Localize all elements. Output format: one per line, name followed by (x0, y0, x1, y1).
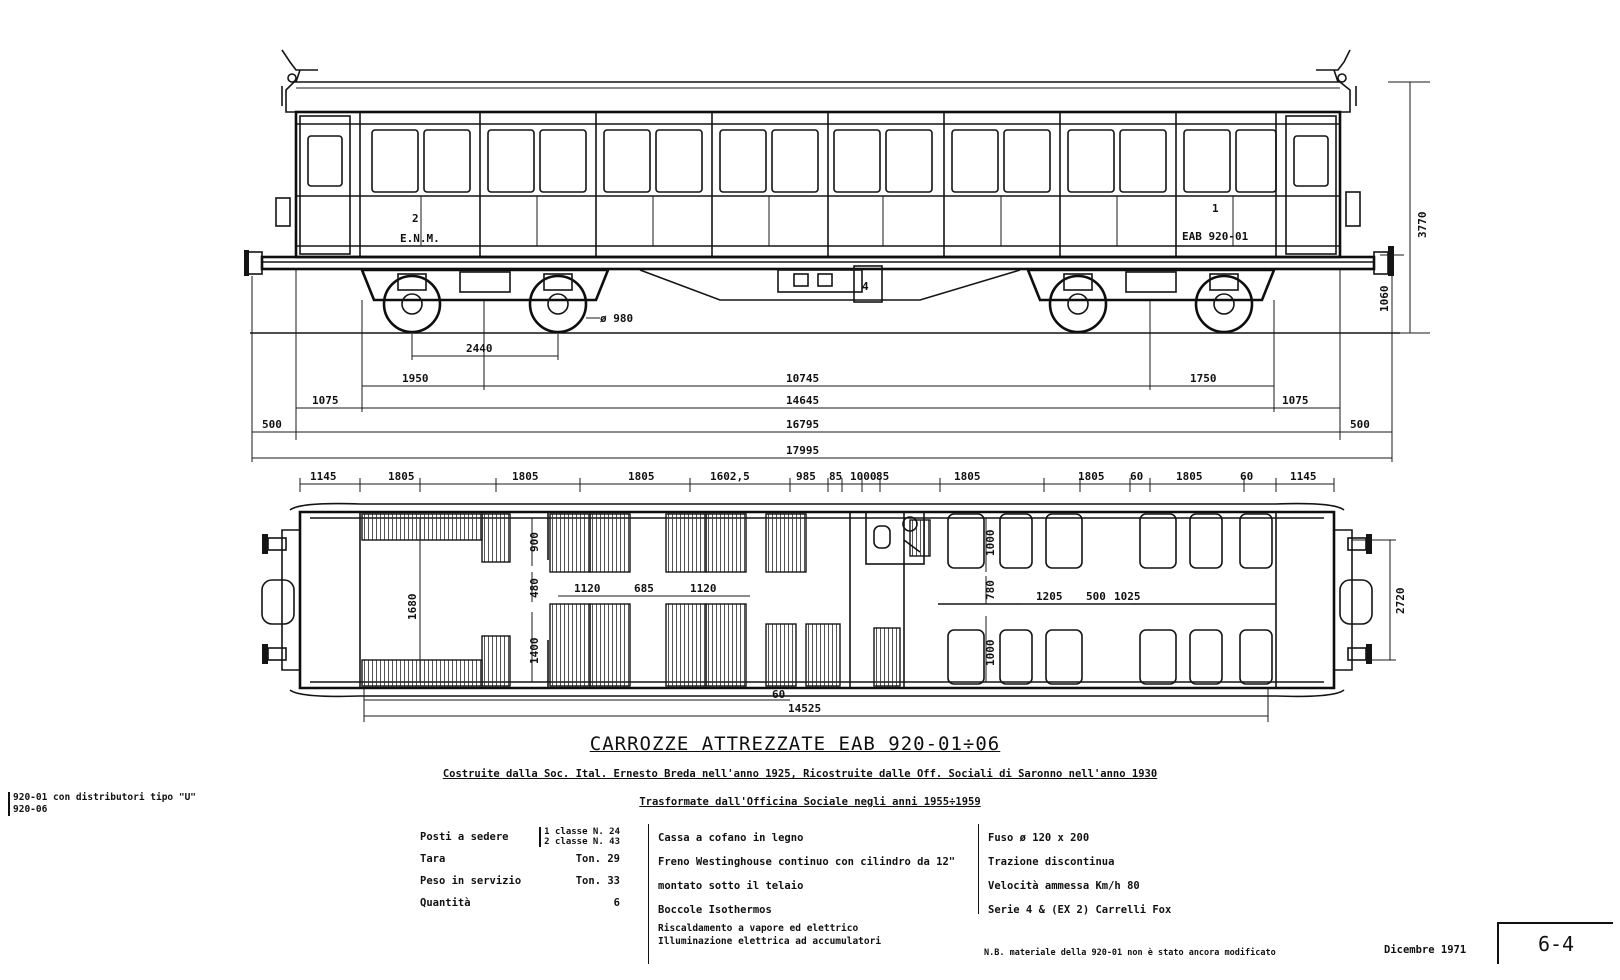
wheel-diameter: ø 980 (600, 312, 633, 325)
dim-top-3: 1805 (628, 470, 655, 483)
drawing-title: CARROZZE ATTREZZATE EAB 920-01÷06 (589, 733, 1001, 755)
tare-value: Ton. 29 (575, 853, 620, 865)
spec-brake-2: montato sotto il telaio (658, 880, 804, 892)
subtitle-construction: Costruite dalla Soc. Ital. Ernesto Breda… (442, 768, 1158, 780)
dim-overhang-left: 1075 (312, 394, 339, 407)
dim-bogie-right: 1750 (1190, 372, 1217, 385)
dim-aisle-1680: 1680 (406, 594, 419, 621)
quantity-value: 6 (613, 897, 620, 909)
dim-first-1000-bottom: 1000 (984, 640, 997, 667)
class-label-right: 1 (1212, 202, 1219, 215)
spec-heating: Riscaldamento a vapore ed elettrico (658, 923, 859, 934)
dim-top-7: 1000 (850, 470, 877, 483)
spec-traction: Trazione discontinua (988, 856, 1115, 868)
dim-top-0: 1145 (310, 470, 337, 483)
sheet-number: 6-4 (1497, 922, 1613, 964)
drawing-date: Dicembre 1971 (1384, 944, 1467, 956)
side-note-line-2: 920-06 (13, 804, 48, 815)
dim-height-total: 3770 (1416, 212, 1429, 239)
dim-buffer-right: 500 (1350, 418, 1370, 431)
dim-seat-1120-a: 1120 (574, 582, 601, 595)
dim-first-1205: 1205 (1036, 590, 1063, 603)
side-elevation: 2 E.N.M. 1 EAB 920-01 4 (244, 49, 1430, 462)
dim-aisle-685: 685 (634, 582, 654, 595)
dim-top-2: 1805 (512, 470, 539, 483)
seats-second-class: 2 classe N. 43 (544, 837, 620, 847)
dim-offset-60: 60 (772, 688, 785, 701)
dim-buffer-height: 1060 (1378, 286, 1391, 313)
dim-overhang-right: 1075 (1282, 394, 1309, 407)
second-class-seats (481, 513, 931, 687)
dim-top-4: 1602,5 (710, 470, 750, 483)
spec-bogies: Serie 4 & (EX 2) Carrelli Fox (988, 904, 1172, 916)
spec-journal: Fuso ø 120 x 200 (988, 832, 1090, 844)
side-note-line-1: 920-01 con distributori tipo "U" (13, 792, 197, 803)
spec-axleboxes: Boccole Isothermos (658, 904, 772, 916)
dim-pitch-480: 480 (528, 578, 541, 598)
dim-first-780: 780 (984, 580, 997, 600)
seats-breakdown: 1 classe N. 24 2 classe N. 43 (539, 827, 620, 847)
specs-column-running: Fuso ø 120 x 200 Trazione discontinua Ve… (988, 826, 1171, 922)
dim-bottom-14525: 14525 (788, 702, 821, 715)
roof-hook-right (1316, 49, 1357, 106)
bogie-right (1026, 268, 1276, 334)
side-note: 920-01 con distributori tipo "U" 920-06 (8, 792, 196, 816)
dim-bogie-left: 1950 (402, 372, 429, 385)
specs-column-equipment: Cassa a cofano in legno Freno Westinghou… (658, 826, 955, 922)
spec-lighting: Illuminazione elettrica ad accumulatori (658, 936, 882, 947)
dim-top-11: 60 (1130, 470, 1143, 483)
dim-bogie-wheelbase: 2440 (466, 342, 493, 355)
dim-buffer-left: 500 (262, 418, 282, 431)
spec-speed: Velocità ammessa Km/h 80 (988, 880, 1140, 892)
dim-width-2720: 2720 (1394, 588, 1407, 615)
footer-note: N.B. materiale della 920-01 non è stato … (984, 948, 1276, 958)
center-box-label: 4 (862, 280, 869, 293)
dim-first-1025: 1025 (1114, 590, 1141, 603)
bogie-left (360, 268, 610, 334)
dim-pitch-900: 900 (528, 532, 541, 552)
dim-first-1000-top: 1000 (984, 530, 997, 557)
dim-top-1: 1805 (388, 470, 415, 483)
divider-1 (648, 824, 649, 964)
dim-top-12: 1805 (1176, 470, 1203, 483)
seats-first-class: 1 classe N. 24 (544, 827, 620, 837)
dim-top-9: 1805 (954, 470, 981, 483)
weight-value: Ton. 33 (575, 875, 620, 887)
subtitle-transformation: Trasformate dall'Officina Sociale negli … (639, 796, 981, 808)
quantity-label: Quantità (420, 897, 471, 909)
car-number: EAB 920-01 (1182, 230, 1249, 243)
dim-first-500: 500 (1086, 590, 1106, 603)
tare-label: Tara (420, 853, 446, 865)
dim-over-headstocks: 16795 (786, 418, 819, 431)
dim-top-14: 1145 (1290, 470, 1317, 483)
dim-seat-1120-b: 1120 (690, 582, 717, 595)
spec-body: Cassa a cofano in legno (658, 832, 804, 844)
dim-top-6: 85 (829, 470, 842, 483)
dim-pitch-1400: 1400 (528, 638, 541, 665)
dim-top-13: 60 (1240, 470, 1253, 483)
specs-column-services: Riscaldamento a vapore ed elettrico Illu… (658, 922, 881, 948)
divider-2 (978, 824, 979, 914)
seats-label: Posti a sedere (420, 831, 509, 843)
dim-bogie-centres: 10745 (786, 372, 819, 385)
dim-top-5: 985 (796, 470, 816, 483)
weight-label: Peso in servizio (420, 875, 522, 887)
class-label-left: 2 (412, 212, 419, 225)
dim-top-10: 1805 (1078, 470, 1105, 483)
operator-label: E.N.M. (400, 232, 440, 245)
dim-body-length: 14645 (786, 394, 819, 407)
toilet-compartment (865, 511, 925, 565)
roof-hook-left (281, 49, 318, 106)
window-bays (371, 112, 1277, 257)
specs-column-weights: Posti a sedere 1 classe N. 24 2 classe N… (420, 826, 620, 914)
spec-brake-1: Freno Westinghouse continuo con cilindro… (658, 856, 956, 868)
dim-over-buffers: 17995 (786, 444, 819, 457)
dim-top-8: 85 (876, 470, 889, 483)
